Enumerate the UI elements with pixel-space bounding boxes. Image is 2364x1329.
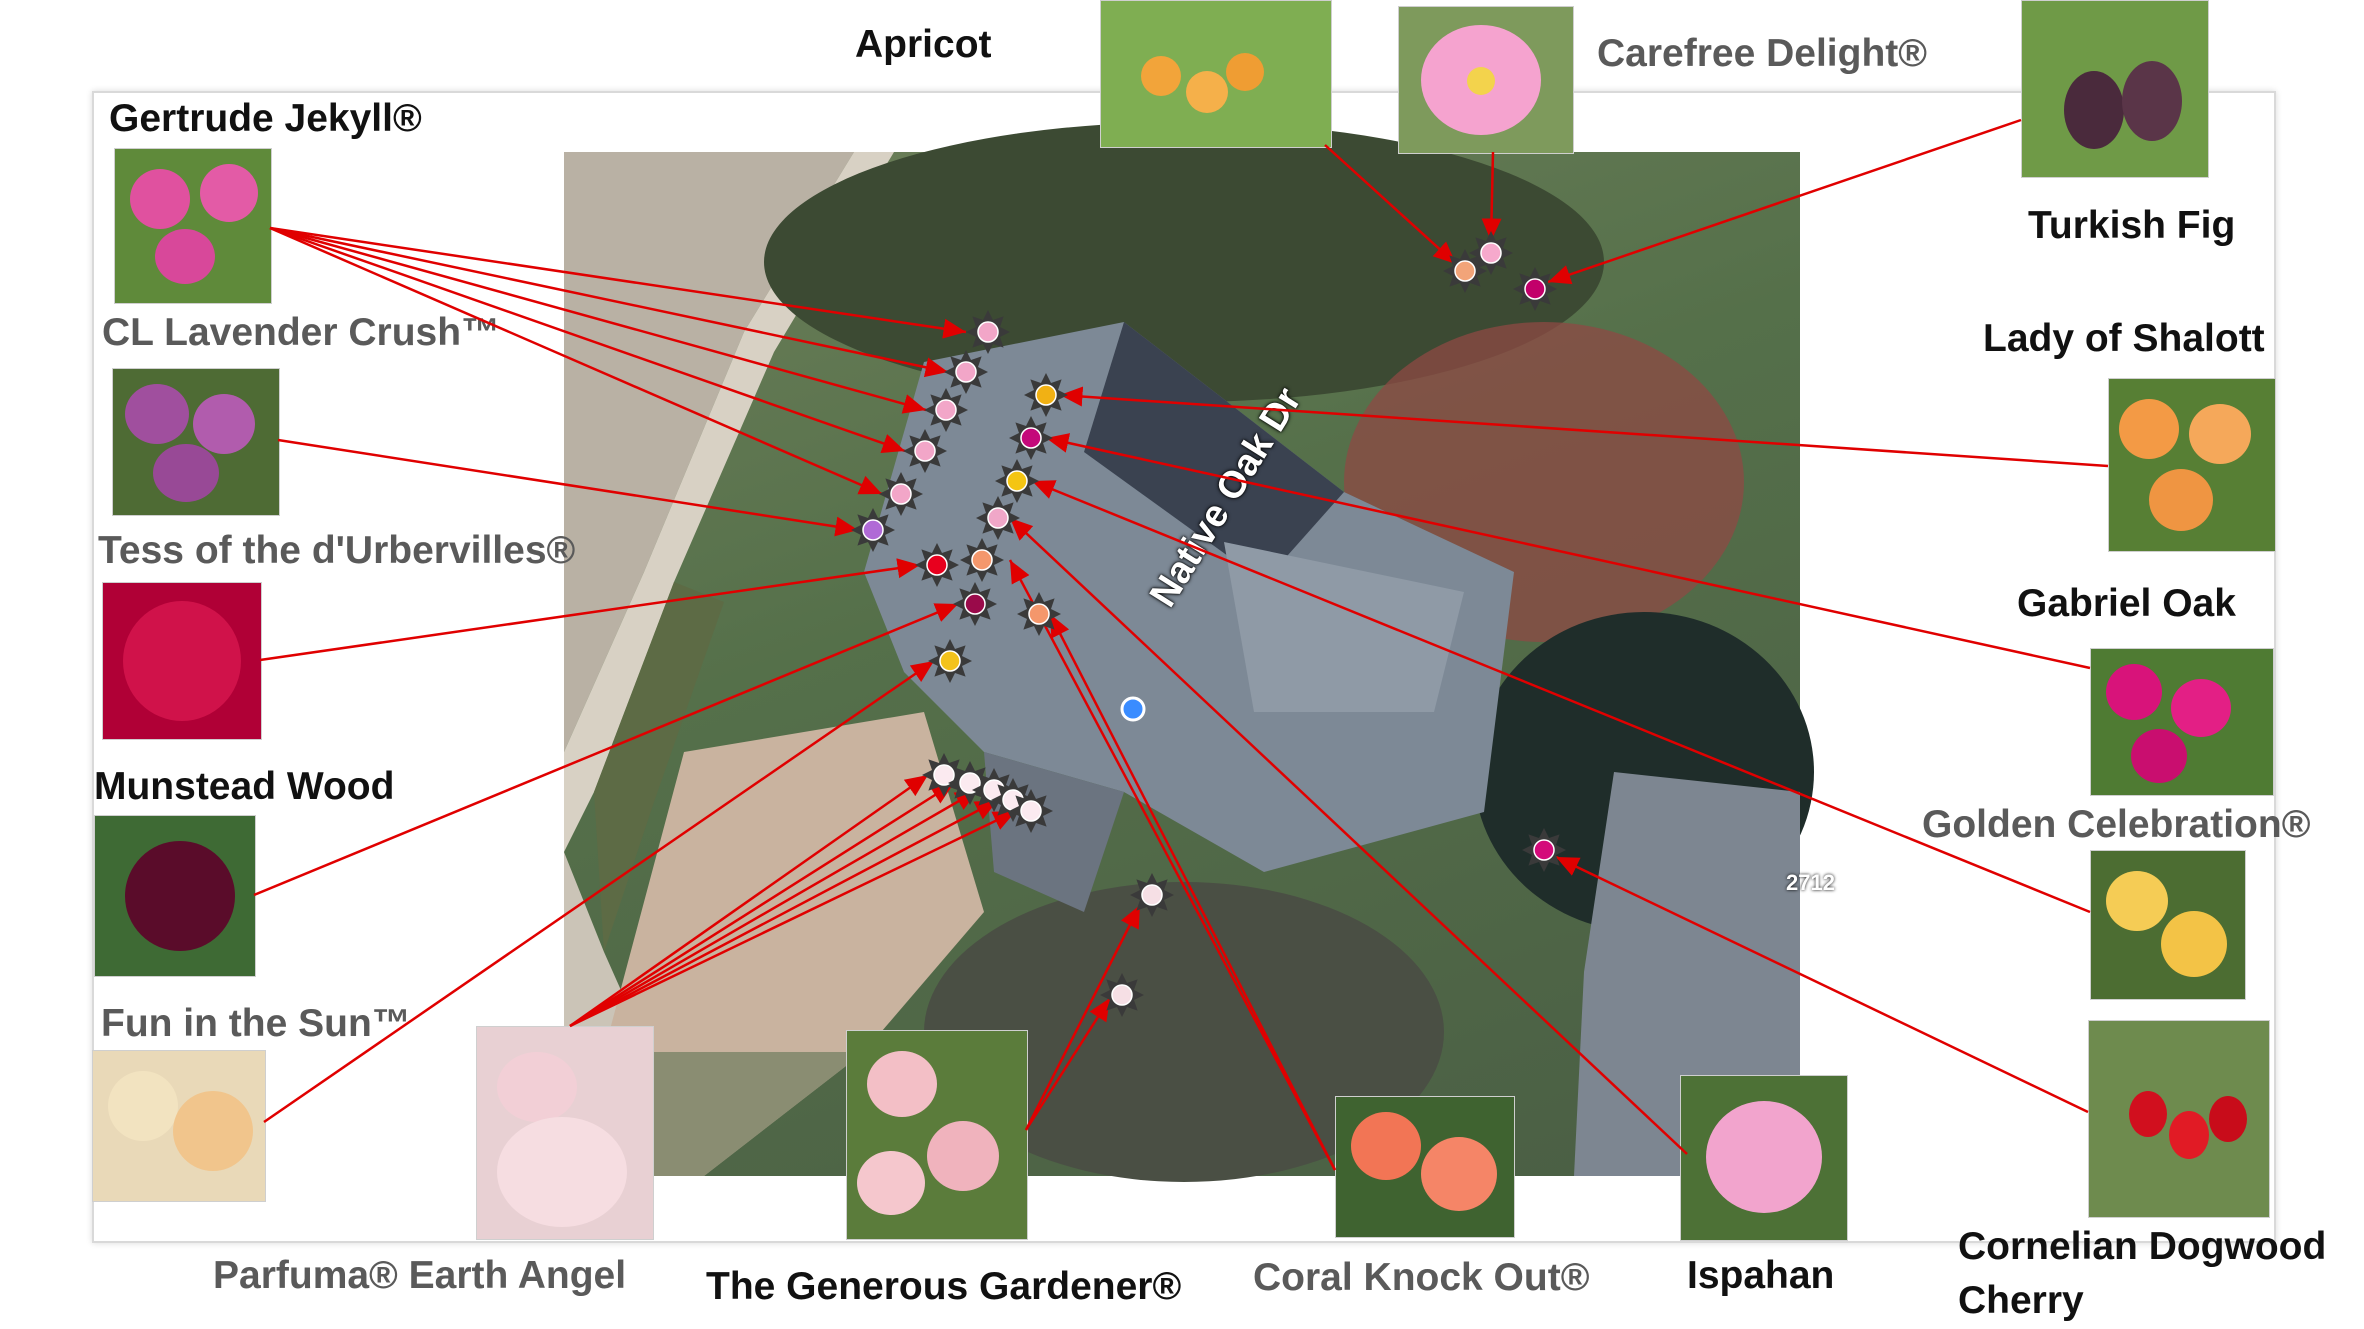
pointer-arrow xyxy=(1555,855,2089,1114)
photo-cl-lavender-crush xyxy=(112,368,280,516)
label-golden-celebration: Golden Celebration® xyxy=(1922,803,2311,846)
label-apricot: Apricot xyxy=(855,23,992,66)
plant-dot-parfuma-earth-angel xyxy=(1020,800,1042,822)
tree-canopy-bottom xyxy=(924,882,1444,1182)
pointer-arrow xyxy=(269,226,949,378)
pointer-arrow xyxy=(277,438,859,537)
pointer-arrow xyxy=(259,558,921,662)
pointer-arrow xyxy=(1031,479,2091,914)
plant-dot-lady-of-shalott xyxy=(1035,384,1057,406)
pointer-arrow xyxy=(269,226,906,453)
photo-parfuma-earth-angel xyxy=(476,1026,654,1240)
pointer-arrow xyxy=(269,226,927,414)
pointer-arrow xyxy=(269,226,967,339)
label-turkish-fig: Turkish Fig xyxy=(2028,204,2236,247)
sidewalk xyxy=(564,152,894,852)
location-dot-icon xyxy=(1120,696,1146,722)
roof-shadow xyxy=(1084,322,1344,582)
photo-lady-of-shalott xyxy=(2108,378,2276,552)
photo-golden-celebration xyxy=(2090,850,2246,1000)
pointer-arrow xyxy=(569,809,1017,1028)
photo-fun-in-the-sun xyxy=(92,1050,266,1202)
label-gertrude-jekyll: Gertrude Jekyll® xyxy=(109,97,422,140)
plant-dot-gertrude-jekyll xyxy=(955,361,977,383)
plant-dot-cl-lavender-crush xyxy=(862,519,884,541)
plant-dot-gertrude-jekyll xyxy=(914,440,936,462)
pointer-arrow xyxy=(1059,386,2109,468)
label-cornelian-line2: Cherry xyxy=(1958,1279,2084,1322)
pointer-arrow xyxy=(269,226,883,496)
plant-dot-generous-gardener xyxy=(1111,984,1133,1006)
plant-dot-tess xyxy=(926,554,948,576)
pointer-arrow xyxy=(1324,144,1457,265)
house-number-label: 2712 xyxy=(1786,870,1835,895)
label-cornelian-line1: Cornelian Dogwood xyxy=(1958,1225,2327,1268)
pointer-arrow xyxy=(1008,559,1337,1171)
plant-dot-munstead-wood xyxy=(964,593,986,615)
pointer-arrow xyxy=(1481,151,1502,242)
lawn-strip xyxy=(594,582,724,952)
house-roof xyxy=(864,322,1514,872)
label-cl-lavender-crush: CL Lavender Crush™ xyxy=(102,311,501,354)
plant-dot-parfuma-earth-angel xyxy=(959,772,981,794)
plant-dot-ispahan xyxy=(987,507,1009,529)
photo-gabriel-oak xyxy=(2090,648,2274,796)
plant-dot-parfuma-earth-angel xyxy=(933,764,955,786)
label-fun-in-the-sun: Fun in the Sun™ xyxy=(101,1002,411,1045)
photo-munstead-wood xyxy=(94,815,256,977)
label-coral-knock-out: Coral Knock Out® xyxy=(1253,1256,1590,1299)
pointer-arrow xyxy=(1024,904,1142,1131)
pointer-arrow xyxy=(1024,997,1112,1131)
plant-dot-golden-celebration xyxy=(1006,470,1028,492)
photo-coral-knock-out xyxy=(1335,1096,1515,1238)
photo-ispahan xyxy=(1680,1075,1848,1241)
pointer-arrow xyxy=(569,798,999,1028)
label-carefree-delight: Carefree Delight® xyxy=(1597,32,1927,75)
plant-dot-gertrude-jekyll xyxy=(890,483,912,505)
pointer-arrow xyxy=(569,781,955,1028)
pointer-arrow xyxy=(263,659,935,1124)
label-parfuma-earth-angel: Parfuma® Earth Angel xyxy=(213,1254,627,1297)
plant-dot-turkish-fig xyxy=(1524,278,1546,300)
photo-gertrude-jekyll xyxy=(114,148,272,304)
plant-dot-fun-in-the-sun xyxy=(939,650,961,672)
plant-dot-gertrude-jekyll xyxy=(977,321,999,343)
plant-dot-gertrude-jekyll xyxy=(935,399,957,421)
pointer-arrow xyxy=(569,773,929,1028)
plant-dot-apricot xyxy=(1454,260,1476,282)
label-tess: Tess of the d'Urbervilles® xyxy=(98,529,576,572)
plant-dot-coral-knock-out xyxy=(1028,603,1050,625)
pointer-arrow xyxy=(1048,613,1337,1171)
plant-dot-coral-knock-out xyxy=(971,549,993,571)
photo-apricot xyxy=(1100,0,1332,148)
photo-turkish-fig xyxy=(2021,0,2209,178)
label-lady-of-shalott: Lady of Shalott xyxy=(1983,317,2265,360)
pointer-arrow xyxy=(1547,118,2022,285)
plant-dot-generous-gardener xyxy=(1141,884,1163,906)
photo-cornelian-cherry xyxy=(2088,1020,2270,1218)
photo-carefree-delight xyxy=(1398,6,1574,154)
label-gabriel-oak: Gabriel Oak xyxy=(2017,582,2236,625)
photo-generous-gardener xyxy=(846,1030,1028,1240)
pointer-arrow xyxy=(253,602,959,897)
street-surface xyxy=(564,152,854,752)
plant-dot-carefree-delight xyxy=(1480,242,1502,264)
label-munstead-wood: Munstead Wood xyxy=(94,765,395,808)
label-ispahan: Ispahan xyxy=(1687,1254,1835,1297)
plant-dot-gabriel-oak xyxy=(1020,427,1042,449)
label-generous-gardener: The Generous Gardener® xyxy=(706,1265,1182,1308)
plant-dot-cornelian-cherry xyxy=(1533,839,1555,861)
pointer-arrow xyxy=(1045,433,2091,670)
pointer-arrow xyxy=(1009,517,1688,1155)
photo-tess xyxy=(102,582,262,740)
pointer-arrow xyxy=(569,788,979,1028)
